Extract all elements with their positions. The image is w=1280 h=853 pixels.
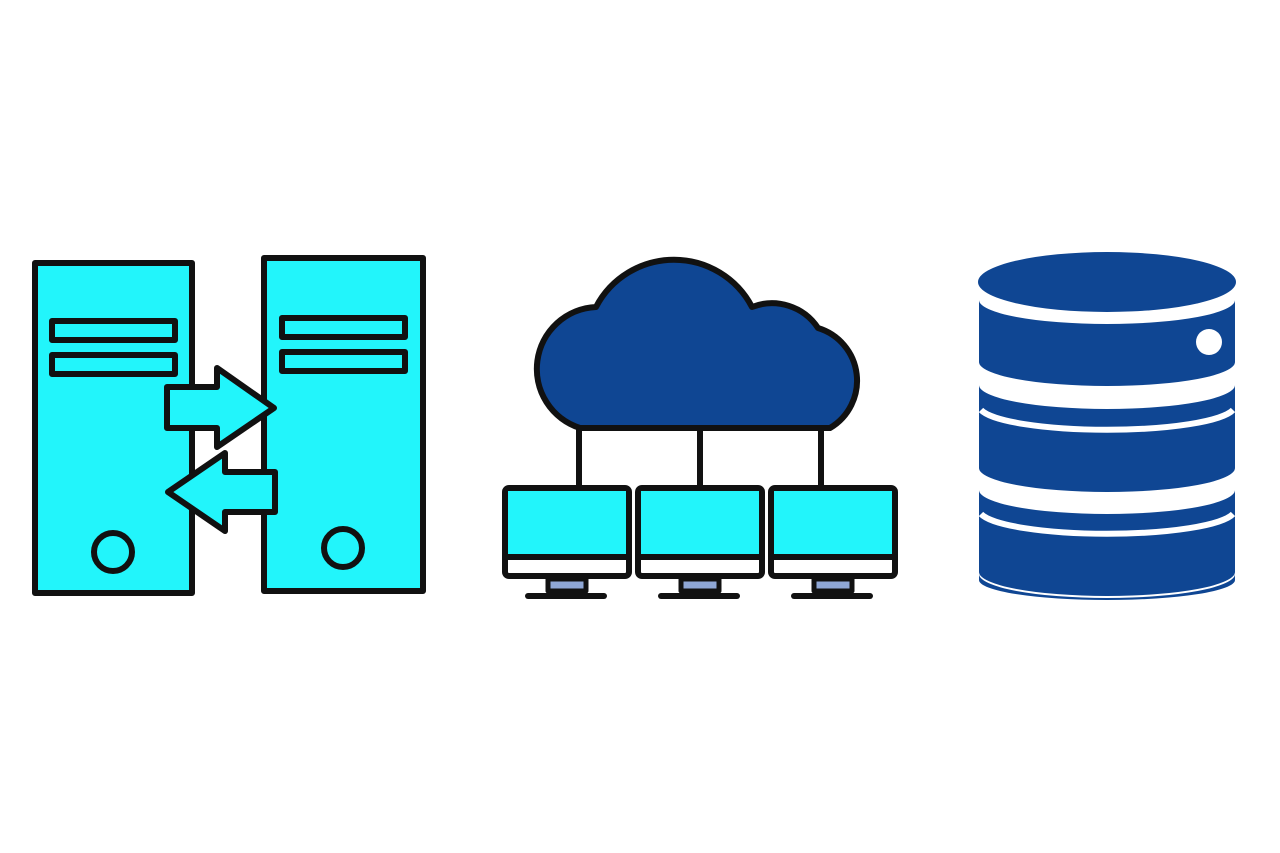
database-tier-3 (979, 490, 1235, 596)
database-indicator-light (1196, 329, 1222, 355)
left-server-drive-bay-1 (49, 318, 178, 343)
database-tier-2 (979, 385, 1235, 492)
database-top-cap (978, 252, 1236, 312)
arrow-left-icon (165, 450, 278, 534)
cloud-icon (533, 256, 860, 431)
server-transfer-icon (32, 255, 426, 596)
monitor-icon-left (502, 485, 632, 599)
database-icon (978, 252, 1236, 600)
monitor-icon-center (635, 485, 765, 599)
left-server-drive-bay-2 (49, 352, 178, 377)
right-server-drive-bay-2 (279, 349, 408, 374)
right-server-drive-bay-1 (279, 315, 408, 340)
database-band-2 (978, 511, 1236, 537)
arrow-right-icon (164, 365, 277, 450)
right-server-power-button (321, 526, 365, 570)
monitor-icon-right (768, 485, 898, 599)
left-server-power-button (91, 530, 135, 574)
database-band-1 (978, 407, 1236, 433)
cloud-network-icon (502, 256, 898, 599)
database-tier-1 (979, 300, 1235, 386)
